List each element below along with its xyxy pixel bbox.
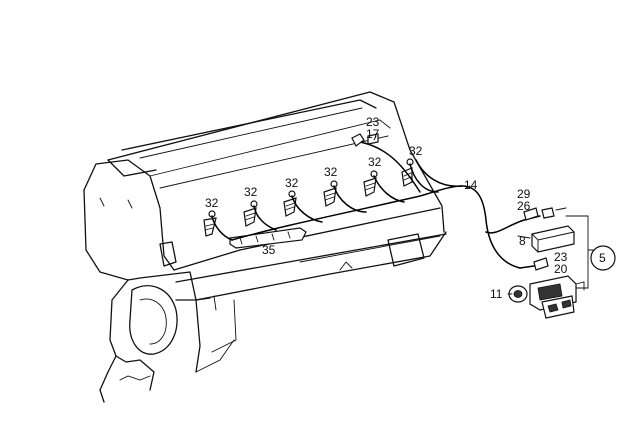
coil-6 xyxy=(401,158,414,187)
coil-3 xyxy=(283,190,297,217)
coil-4 xyxy=(323,180,338,207)
group-bracket-5 xyxy=(565,215,616,289)
leader-lines xyxy=(373,135,531,295)
callout-29: 29 xyxy=(517,187,531,201)
harness-channel xyxy=(229,227,307,249)
callout-35: 35 xyxy=(262,243,276,257)
callout-32-2: 32 xyxy=(244,185,258,199)
coil-5 xyxy=(363,170,378,197)
coil-2 xyxy=(243,200,258,227)
engine-block xyxy=(83,91,447,403)
callout-8: 8 xyxy=(519,234,526,248)
callout-26: 26 xyxy=(517,199,531,213)
ignition-coils xyxy=(203,158,414,237)
callout-5-circled: 5 xyxy=(599,251,606,265)
connector-29-26 xyxy=(523,207,567,221)
callout-32-5: 32 xyxy=(368,155,382,169)
callout-23-top: 23 xyxy=(366,115,380,129)
connector-23-20 xyxy=(519,257,549,271)
callout-17: 17 xyxy=(366,127,380,141)
callout-14: 14 xyxy=(464,178,478,192)
callout-32-4: 32 xyxy=(324,165,338,179)
callout-32-1: 32 xyxy=(205,196,219,210)
callout-20: 20 xyxy=(554,262,568,276)
relay-box-8 xyxy=(531,225,575,253)
callout-23-bottom: 23 xyxy=(554,250,568,264)
callout-11: 11 xyxy=(490,287,503,301)
wiring-harness xyxy=(211,141,541,269)
callout-32-6: 32 xyxy=(409,144,423,158)
control-module xyxy=(529,275,585,319)
callout-32-3: 32 xyxy=(285,176,299,190)
callout-labels: 23 17 32 32 32 32 32 32 35 14 29 26 8 23… xyxy=(205,115,606,301)
